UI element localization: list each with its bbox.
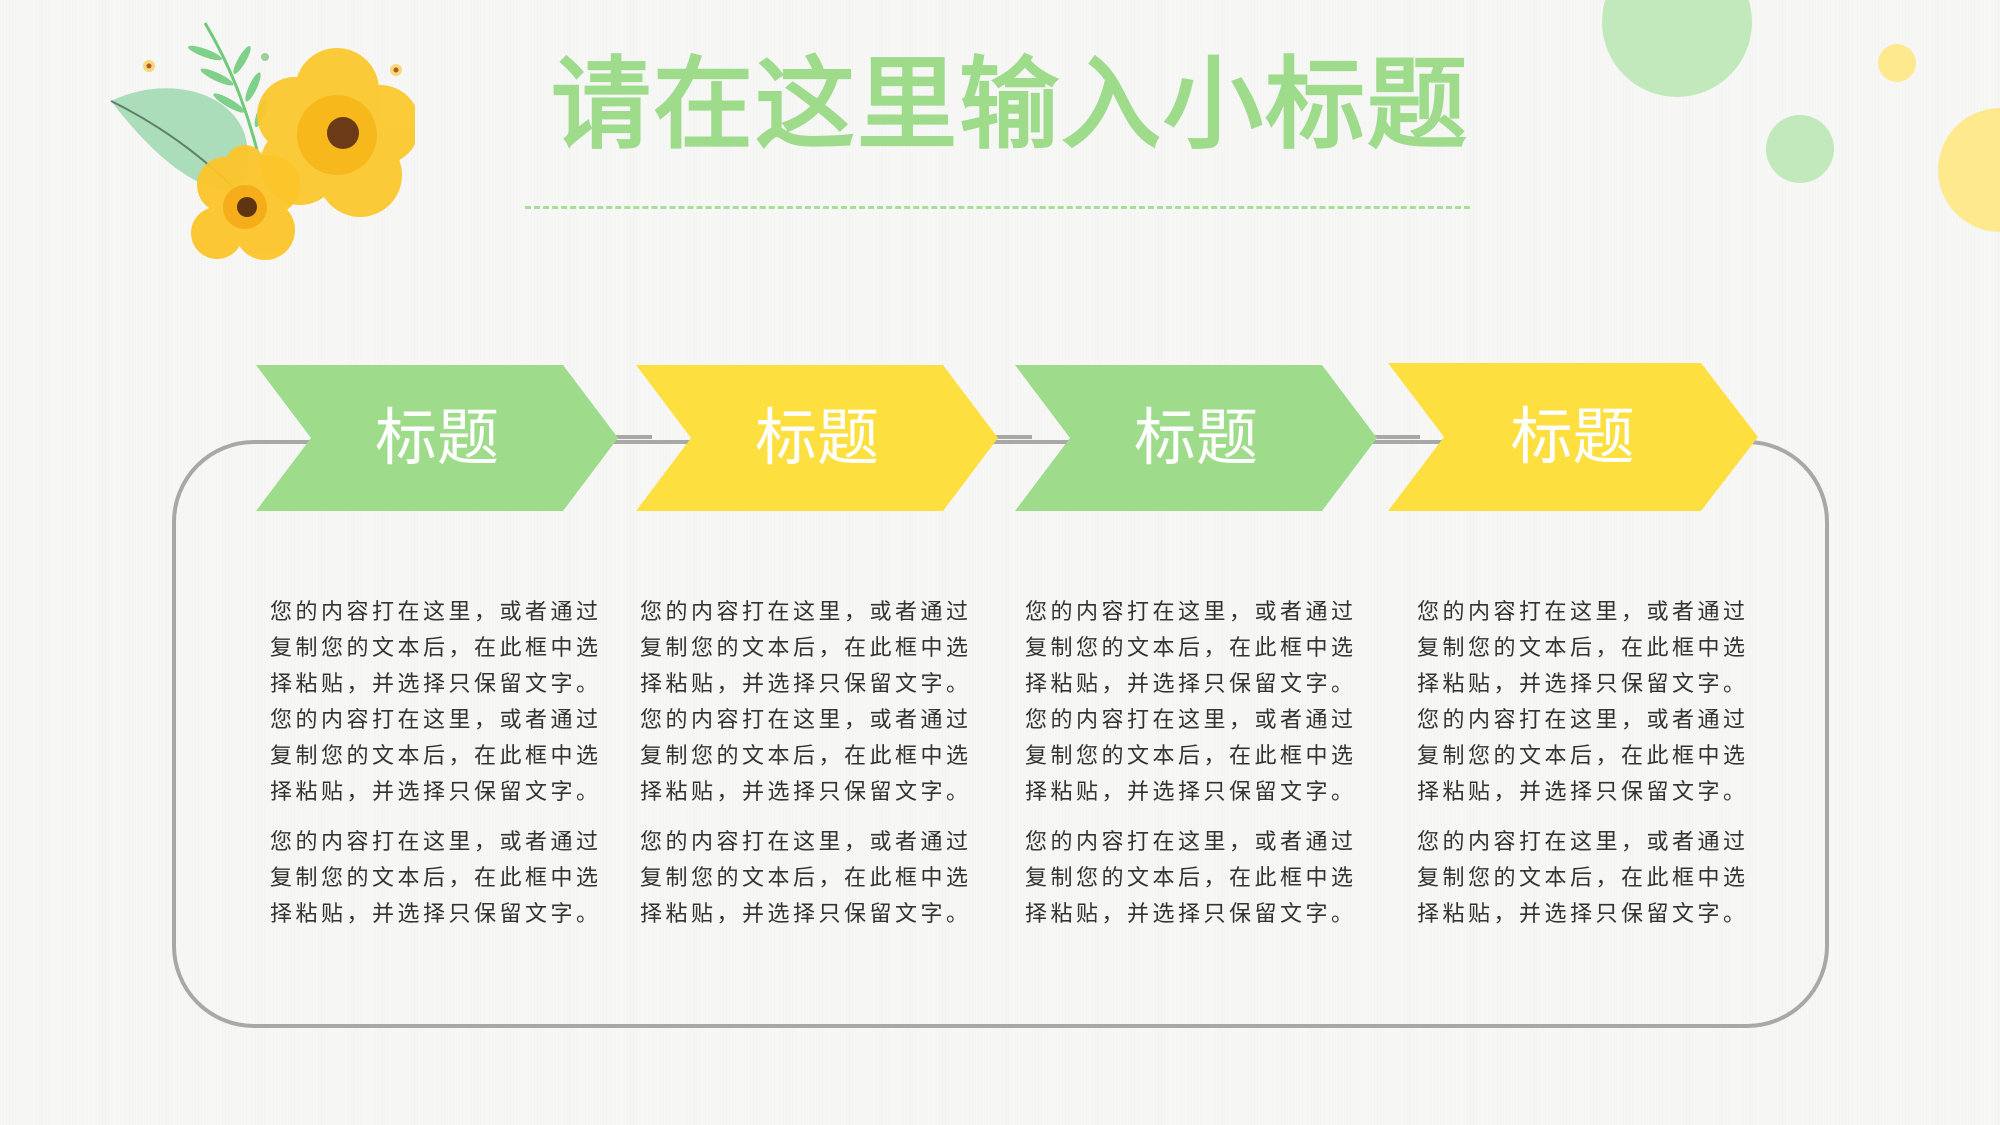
- text-line: 择粘贴，并选择只保留文字。: [1417, 902, 1749, 927]
- step-3: 标题: [1015, 365, 1377, 511]
- text-line: 复制您的文本后，在此框中选: [1025, 636, 1357, 661]
- title-divider: [525, 206, 1470, 209]
- step-2-text: 您的内容打在这里，或者通过 复制您的文本后，在此框中选 择粘贴，并选择只保留文字…: [640, 595, 980, 933]
- text-line: 择粘贴，并选择只保留文字。: [1417, 672, 1749, 697]
- text-line: 择粘贴，并选择只保留文字。: [1417, 780, 1749, 805]
- text-line: 择粘贴，并选择只保留文字。: [640, 780, 972, 805]
- watercolor-flower-icon: [110, 22, 415, 260]
- text-line: 您的内容打在这里，或者通过: [1025, 708, 1357, 733]
- text-line: 择粘贴，并选择只保留文字。: [270, 902, 602, 927]
- chevron-shape: [1388, 363, 1758, 511]
- connector-line: [612, 435, 652, 439]
- text-line: 您的内容打在这里，或者通过: [1417, 830, 1749, 855]
- step-1: 标题: [256, 365, 618, 511]
- step-2: 标题: [636, 365, 998, 511]
- text-line: 您的内容打在这里，或者通过: [640, 830, 972, 855]
- text-line: 择粘贴，并选择只保留文字。: [270, 672, 602, 697]
- text-line: 您的内容打在这里，或者通过: [1025, 830, 1357, 855]
- content-frame: [172, 440, 1829, 1028]
- chevron-shape: [636, 365, 998, 511]
- connector-line: [1370, 435, 1420, 439]
- step-4-text: 您的内容打在这里，或者通过 复制您的文本后，在此框中选 择粘贴，并选择只保留文字…: [1417, 595, 1757, 933]
- text-line: 复制您的文本后，在此框中选: [1417, 866, 1749, 891]
- text-line: 复制您的文本后，在此框中选: [640, 744, 972, 769]
- step-3-text: 您的内容打在这里，或者通过 复制您的文本后，在此框中选 择粘贴，并选择只保留文字…: [1025, 595, 1365, 933]
- step-title: 标题: [374, 401, 499, 474]
- text-line: 复制您的文本后，在此框中选: [270, 866, 602, 891]
- chevron-shape: [256, 365, 618, 511]
- text-line: 您的内容打在这里，或者通过: [1417, 708, 1749, 733]
- step-title: 标题: [754, 401, 879, 474]
- text-line: 复制您的文本后，在此框中选: [1417, 744, 1749, 769]
- text-line: 复制您的文本后，在此框中选: [1417, 636, 1749, 661]
- text-line: 复制您的文本后，在此框中选: [640, 866, 972, 891]
- text-line: 您的内容打在这里，或者通过: [1417, 600, 1749, 625]
- text-line: 复制您的文本后，在此框中选: [640, 636, 972, 661]
- step-title: 标题: [1510, 400, 1635, 473]
- text-line: 复制您的文本后，在此框中选: [1025, 744, 1357, 769]
- step-title: 标题: [1133, 401, 1258, 474]
- text-line: 择粘贴，并选择只保留文字。: [1025, 780, 1357, 805]
- text-line: 择粘贴，并选择只保留文字。: [270, 780, 602, 805]
- chevron-shape: [1015, 365, 1377, 511]
- text-line: 您的内容打在这里，或者通过: [270, 830, 602, 855]
- text-line: 择粘贴，并选择只保留文字。: [1025, 902, 1357, 927]
- text-line: 复制您的文本后，在此框中选: [1025, 866, 1357, 891]
- text-line: 您的内容打在这里，或者通过: [270, 600, 602, 625]
- decor-circle-yellow-small: [1878, 44, 1916, 82]
- text-line: 择粘贴，并选择只保留文字。: [1025, 672, 1357, 697]
- text-line: 复制您的文本后，在此框中选: [270, 744, 602, 769]
- decor-circle-green-medium: [1766, 115, 1834, 183]
- step-4: 标题: [1388, 363, 1758, 511]
- text-line: 择粘贴，并选择只保留文字。: [640, 672, 972, 697]
- text-line: 您的内容打在这里，或者通过: [640, 708, 972, 733]
- text-line: 择粘贴，并选择只保留文字。: [640, 902, 972, 927]
- page-title: 请在这里输入小标题: [551, 46, 1469, 163]
- text-line: 复制您的文本后，在此框中选: [270, 636, 602, 661]
- step-1-text: 您的内容打在这里，或者通过 复制您的文本后，在此框中选 择粘贴，并选择只保留文字…: [270, 595, 610, 933]
- text-line: 您的内容打在这里，或者通过: [1025, 600, 1357, 625]
- connector-line: [992, 435, 1032, 439]
- text-line: 您的内容打在这里，或者通过: [640, 600, 972, 625]
- text-line: 您的内容打在这里，或者通过: [270, 708, 602, 733]
